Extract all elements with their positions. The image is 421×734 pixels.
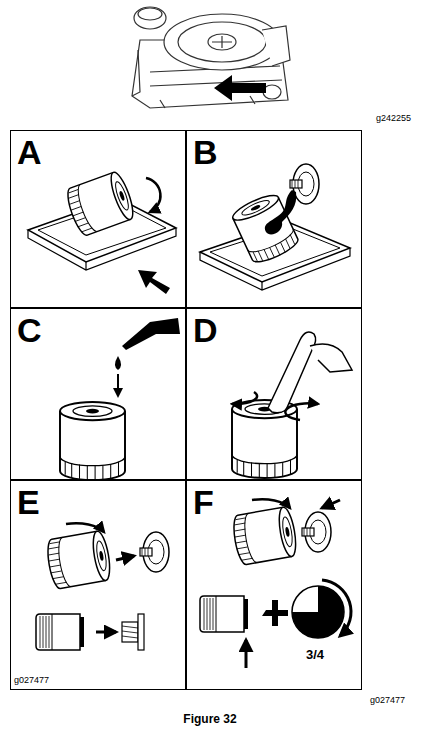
step-letter: E [11,481,46,521]
step-panel: A [10,130,186,308]
step-panel: C [10,308,186,480]
step-letter: F [187,481,220,521]
figure-code: g027477 [370,696,405,706]
figure-caption: Figure 32 [183,712,236,726]
step-panel: B [186,130,362,308]
step-letter: A [11,131,48,171]
turn-amount: 3/4 [306,648,324,662]
panel-b-art [200,164,350,290]
engine-drawing [132,7,290,108]
panel-c-art [60,318,180,480]
panel-d-art [232,332,352,478]
step-letter: D [187,309,224,349]
step-panel: D [186,308,362,480]
panel-a-art [28,170,176,294]
step-letter: C [11,309,48,349]
pointer-arrow [214,75,266,101]
plus-symbol [262,600,288,626]
panel-f-art [200,499,351,668]
step-letter: B [187,131,224,171]
panel-e-art [36,523,169,650]
step-panel: F [186,480,362,690]
figure-code: g242255 [376,114,411,124]
figure-code: g027477 [14,676,49,686]
step-panel: E [10,480,186,690]
